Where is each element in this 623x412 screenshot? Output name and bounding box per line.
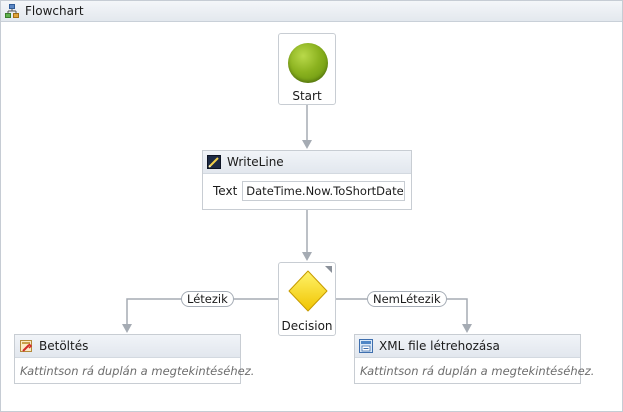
load-icon	[20, 340, 33, 352]
designer-title: Flowchart	[25, 4, 84, 18]
decision-label: Decision	[281, 319, 333, 333]
arrow-head	[462, 324, 472, 333]
betoltes-hint: Kattintson rá duplán a megtekintéséhez.	[20, 364, 255, 378]
start-circle-icon	[288, 43, 328, 83]
text-field-label: Text	[213, 184, 238, 198]
xml-file-header[interactable]: XML file létrehozása	[355, 335, 580, 358]
betoltes-activity[interactable]: Betöltés Kattintson rá duplán a megtekin…	[14, 334, 255, 384]
flowchart-icon	[5, 4, 19, 18]
decision-diamond-icon	[288, 270, 328, 312]
xml-file-hint: Kattintson rá duplán a megtekintéséhez.	[360, 364, 595, 378]
decision-node[interactable]: Decision	[278, 262, 336, 336]
betoltes-header[interactable]: Betöltés	[15, 335, 240, 358]
start-label: Start	[292, 89, 322, 103]
xml-file-icon	[359, 339, 373, 353]
xml-file-activity[interactable]: XML file létrehozása Kattintson rá duplá…	[354, 334, 595, 384]
expand-corner-icon	[325, 266, 332, 273]
arrow-head	[302, 140, 312, 149]
designer-titlebar: Flowchart	[1, 1, 622, 22]
writeline-icon	[207, 155, 221, 169]
text-expression-input[interactable]: DateTime.Now.ToShortDateS	[242, 181, 406, 201]
xml-file-title: XML file létrehozása	[379, 339, 500, 353]
writeline-header[interactable]: WriteLine	[203, 151, 411, 174]
writeline-title: WriteLine	[227, 155, 284, 169]
true-branch-label[interactable]: Létezik	[181, 291, 234, 307]
start-node[interactable]: Start	[278, 33, 336, 105]
writeline-activity[interactable]: WriteLine Text DateTime.Now.ToShortDateS	[202, 150, 412, 210]
false-branch-label[interactable]: NemLétezik	[367, 291, 447, 307]
arrow-head	[122, 324, 132, 333]
arrow-head	[302, 252, 312, 261]
betoltes-title: Betöltés	[39, 339, 89, 353]
